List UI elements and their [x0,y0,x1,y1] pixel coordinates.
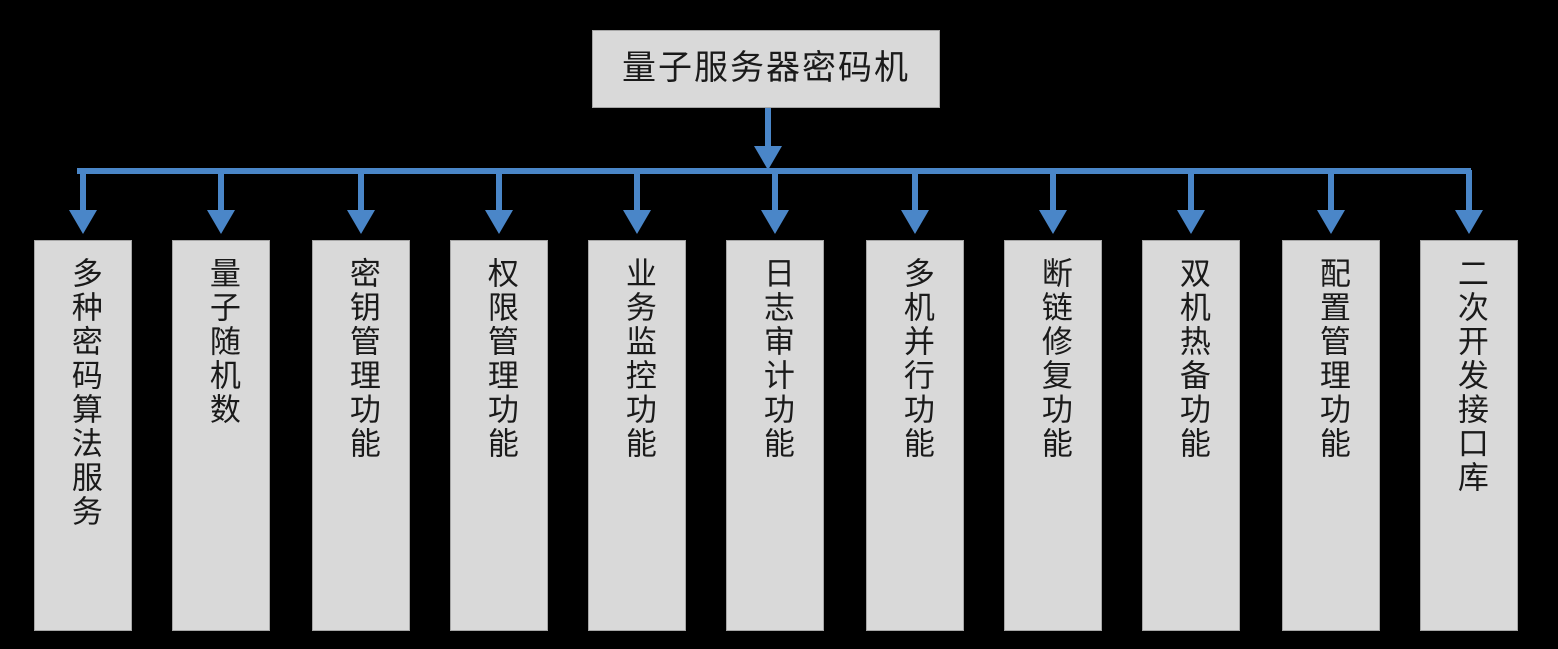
leaf-node-5[interactable]: 业务监控功能 [588,240,686,631]
leaf-node-label: 量子随机数 [203,257,240,427]
leaf-connector-stem [634,170,640,212]
leaf-node-label: 二次开发接口库 [1451,257,1488,495]
leaf-connector-stem [772,170,778,212]
leaf-node-label: 配置管理功能 [1313,257,1350,461]
leaf-node-9[interactable]: 双机热备功能 [1142,240,1240,631]
leaf-node-6[interactable]: 日志审计功能 [726,240,824,631]
leaf-connector-arrowhead-icon [485,210,513,234]
leaf-node-10[interactable]: 配置管理功能 [1282,240,1380,631]
leaf-node-label: 日志审计功能 [757,257,794,461]
leaf-connector-arrowhead-icon [1455,210,1483,234]
leaf-connector-arrowhead-icon [207,210,235,234]
leaf-connector-stem [80,170,86,212]
root-connector-arrowhead-icon [754,146,782,170]
leaf-node-8[interactable]: 断链修复功能 [1004,240,1102,631]
root-connector-stem [765,108,771,148]
root-node[interactable]: 量子服务器密码机 [592,30,940,108]
leaf-node-label: 密钥管理功能 [343,257,380,461]
leaf-node-3[interactable]: 密钥管理功能 [312,240,410,631]
leaf-node-label: 多种密码算法服务 [65,257,102,529]
leaf-node-2[interactable]: 量子随机数 [172,240,270,631]
leaf-connector-stem [496,170,502,212]
leaf-connector-arrowhead-icon [347,210,375,234]
leaf-node-11[interactable]: 二次开发接口库 [1420,240,1518,631]
leaf-connector-stem [1466,170,1472,212]
leaf-connector-arrowhead-icon [1039,210,1067,234]
leaf-connector-stem [1188,170,1194,212]
leaf-node-label: 双机热备功能 [1173,257,1210,461]
leaf-connector-arrowhead-icon [761,210,789,234]
leaf-connector-arrowhead-icon [901,210,929,234]
leaf-connector-stem [1328,170,1334,212]
leaf-connector-arrowhead-icon [1317,210,1345,234]
leaf-connector-stem [358,170,364,212]
leaf-connector-arrowhead-icon [1177,210,1205,234]
leaf-node-label: 多机并行功能 [897,257,934,461]
leaf-connector-stem [218,170,224,212]
leaf-node-4[interactable]: 权限管理功能 [450,240,548,631]
leaf-connector-arrowhead-icon [623,210,651,234]
leaf-node-1[interactable]: 多种密码算法服务 [34,240,132,631]
leaf-connector-arrowhead-icon [69,210,97,234]
leaf-node-label: 断链修复功能 [1035,257,1072,461]
leaf-node-label: 权限管理功能 [481,257,518,461]
leaf-node-label: 业务监控功能 [619,257,656,461]
leaf-connector-stem [912,170,918,212]
leaf-node-7[interactable]: 多机并行功能 [866,240,964,631]
leaf-connector-stem [1050,170,1056,212]
root-node-label: 量子服务器密码机 [622,48,910,89]
